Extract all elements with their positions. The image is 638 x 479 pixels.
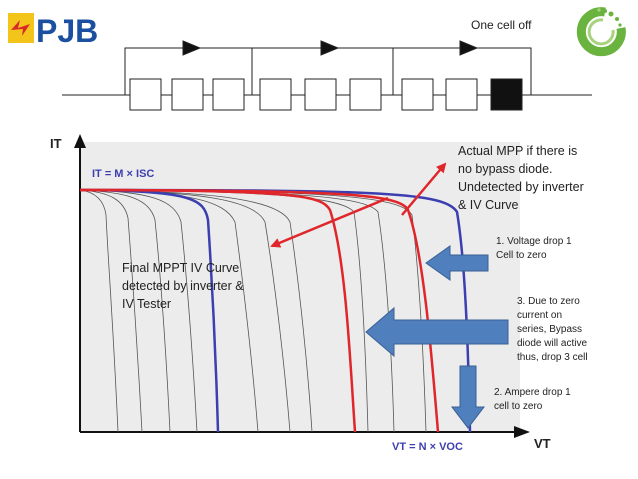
- callout-arrow-step-1: [425, 245, 489, 281]
- final-mppt-annotation: Final MPPT IV Curve detected by inverter…: [122, 259, 244, 313]
- logo-text: PJB: [36, 13, 98, 49]
- annotation-line: cell to zero: [494, 401, 543, 412]
- annotation-line: Final MPPT IV Curve: [122, 261, 240, 275]
- status-label: One cell off: [471, 18, 532, 32]
- annotation-line: series, Bypass: [517, 324, 583, 335]
- lightning-icon: [11, 20, 30, 36]
- annotation-line: 2. Ampere drop 1: [494, 387, 571, 398]
- annotation-line: detected by inverter &: [122, 279, 244, 293]
- annotation-line: no bypass diode.: [458, 162, 553, 176]
- cell: [445, 78, 478, 111]
- cell: [171, 78, 204, 111]
- swirl-logo-icon: [576, 7, 626, 57]
- blue-iv-curve-1: [79, 188, 220, 433]
- annotation-line: Undetected by inverter: [458, 180, 584, 194]
- annotation-line: IV Tester: [122, 297, 172, 311]
- cell: [129, 78, 162, 111]
- shaded-cell: [490, 78, 523, 111]
- x-axis-label: VT: [534, 436, 551, 451]
- pjb-logo: PJB: [8, 13, 98, 49]
- annotation-line: Cell to zero: [496, 250, 547, 261]
- iv-curve-chart: [74, 134, 530, 438]
- red-arrow-final-mppt: [270, 196, 389, 248]
- callout-arrow-step-3: [365, 306, 509, 358]
- cell: [304, 78, 337, 111]
- cell: [401, 78, 434, 111]
- voltage-formula: VT = N × VOC: [392, 441, 463, 453]
- annotation-line: diode will active: [517, 338, 588, 349]
- annotation-line: Actual MPP if there is: [458, 144, 578, 158]
- annotation-line: & IV Curve: [458, 198, 519, 212]
- cell: [212, 78, 245, 111]
- red-arrow-actual-mpp: [401, 162, 447, 216]
- annotation-line: current on: [517, 310, 563, 321]
- annotation-line: 3. Due to zero: [517, 296, 580, 307]
- y-axis-arrowhead: [74, 134, 86, 148]
- step-2-annotation: 2. Ampere drop 1 cell to zero: [494, 386, 571, 414]
- module-string-diagram: [62, 40, 592, 111]
- module-1: [124, 40, 253, 111]
- annotation-line: 1. Voltage drop 1: [496, 236, 572, 247]
- step-3-annotation: 3. Due to zero current on series, Bypass…: [517, 295, 588, 365]
- y-axis-label: IT: [50, 136, 62, 151]
- actual-mpp-annotation: Actual MPP if there is no bypass diode. …: [458, 142, 584, 214]
- current-formula: IT = M × ISC: [92, 168, 155, 180]
- module-3: [392, 40, 532, 111]
- annotation-line: thus, drop 3 cell: [517, 352, 588, 363]
- callout-arrow-step-2: [450, 365, 486, 429]
- x-axis-arrowhead: [514, 426, 530, 438]
- cell: [259, 78, 292, 111]
- module-2: [251, 40, 394, 111]
- step-1-annotation: 1. Voltage drop 1 Cell to zero: [496, 235, 572, 263]
- cell: [349, 78, 382, 111]
